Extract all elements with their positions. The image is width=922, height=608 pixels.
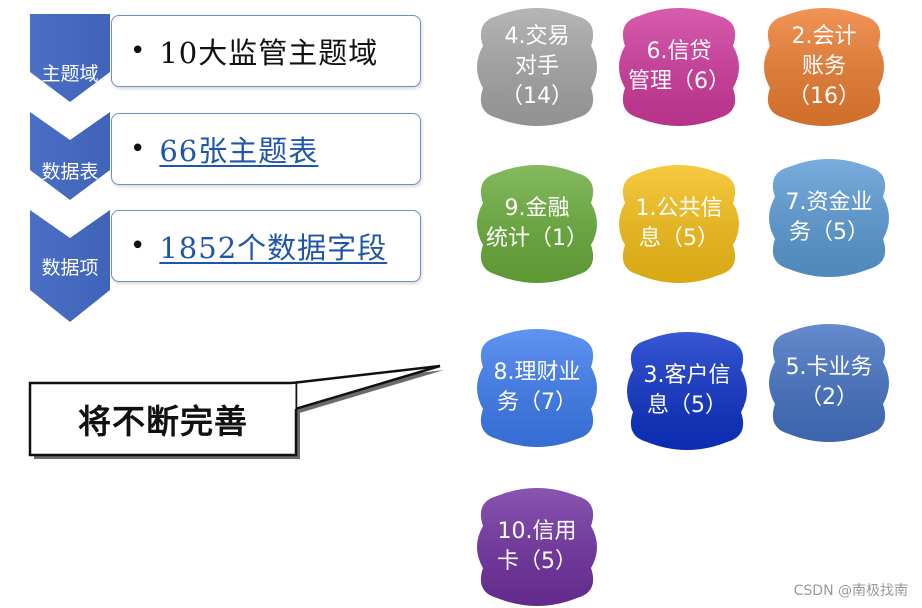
chevron-label-table: 数据表 <box>41 161 99 183</box>
domain-count-text: 10大监管主题域 <box>159 36 379 70</box>
topic-blob: 4.交易对手 （14） <box>475 6 599 128</box>
chevron-label-field: 数据项 <box>41 257 99 279</box>
blob-line: 息（5） <box>647 393 727 418</box>
blob-shape <box>477 329 597 447</box>
blob-shape <box>477 8 597 126</box>
blob-line: 2.会计 <box>791 24 857 49</box>
blob-shape <box>764 8 884 126</box>
topic-blob: 5.卡业务 （2） <box>767 322 891 444</box>
info-box-tables: • 66张主题表 <box>111 113 421 185</box>
info-box-fields: • 1852个数据字段 <box>111 210 421 282</box>
blob-line: 4.交易 <box>504 24 570 49</box>
topic-blob: 8.理财业务（7） <box>475 327 599 449</box>
blob-line: 息（5） <box>639 226 719 251</box>
blob-line: 1.公共信 <box>635 196 723 221</box>
bullet: • <box>130 231 146 261</box>
blob-label: 9.金融统计（1） <box>478 194 596 254</box>
topic-blob: 2.会计账务 （16） <box>762 6 886 128</box>
blob-line: 管理（6） <box>628 69 730 94</box>
topic-blob: 7.资金业务（5） <box>767 157 891 279</box>
blob-line: 务（5） <box>789 220 869 245</box>
blob-line: 对手 <box>514 54 559 79</box>
blob-line: 9.金融 <box>504 196 570 221</box>
blob-line: 10.信用 <box>497 519 577 544</box>
blob-line: 7.资金业 <box>785 190 873 215</box>
blob-line: （16） <box>788 84 860 109</box>
chevron-label-domain: 主题域 <box>41 63 99 85</box>
topic-blob: 1.公共信息（5） <box>617 163 741 285</box>
blob-label: 10.信用卡（5） <box>478 517 596 577</box>
blob-label: 6.信贷管理（6） <box>620 37 738 97</box>
blob-line: 卡（5） <box>497 549 577 574</box>
blob-label: 8.理财业务（7） <box>478 358 596 418</box>
topic-blob: 6.信贷管理（6） <box>617 6 741 128</box>
blob-line: 8.理财业 <box>493 360 581 385</box>
field-count-link[interactable]: 1852个数据字段 <box>159 231 388 265</box>
blob-label: 1.公共信息（5） <box>620 194 738 254</box>
blob-line: 5.卡业务 <box>785 355 873 380</box>
blob-label: 4.交易对手 （14） <box>478 22 596 112</box>
blob-shape <box>769 159 889 277</box>
callout-text: 将不断完善 <box>78 402 248 441</box>
info-box-domains: • 10大监管主题域 <box>111 15 421 87</box>
blob-line: 3.客户信 <box>643 363 731 388</box>
bullet: • <box>130 134 146 164</box>
topic-blob: 9.金融统计（1） <box>475 163 599 285</box>
bullet: • <box>130 36 146 66</box>
blob-line: 务（7） <box>497 390 577 415</box>
blob-shape <box>619 8 739 126</box>
blob-line: 账务 <box>801 54 846 79</box>
blob-shape <box>619 165 739 283</box>
blob-label: 5.卡业务 （2） <box>770 353 888 413</box>
chevron-1 <box>30 14 110 102</box>
blob-shape <box>477 165 597 283</box>
blob-line: （2） <box>800 385 858 410</box>
topic-blob: 3.客户信息（5） <box>625 330 749 452</box>
blob-shape <box>627 332 747 450</box>
blob-line: 统计（1） <box>486 226 588 251</box>
blob-line: （14） <box>501 84 573 109</box>
blob-label: 7.资金业务（5） <box>770 188 888 248</box>
topic-blob: 10.信用卡（5） <box>475 486 599 608</box>
watermark: CSDN @南极找南 <box>793 583 908 599</box>
blob-line: 6.信贷 <box>646 39 712 64</box>
chevron-3 <box>30 210 110 322</box>
blob-shape <box>477 488 597 606</box>
blob-shape <box>769 324 889 442</box>
chevron-2 <box>30 112 110 200</box>
table-count-link[interactable]: 66张主题表 <box>159 134 319 168</box>
blob-label: 3.客户信息（5） <box>628 361 746 421</box>
blob-label: 2.会计账务 （16） <box>765 22 883 112</box>
